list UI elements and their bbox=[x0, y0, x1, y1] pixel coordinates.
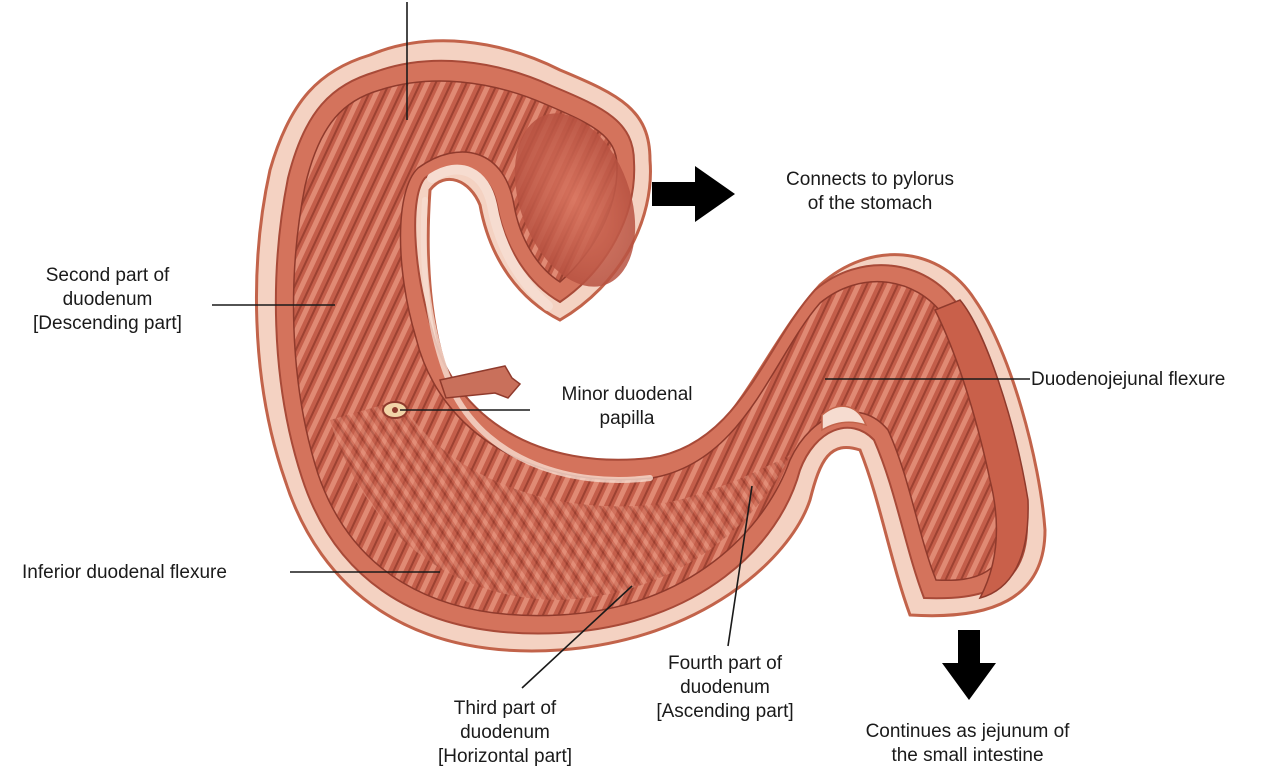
label-second-part-line3: [Descending part] bbox=[0, 312, 215, 336]
label-third-part-line1: Third part of bbox=[410, 697, 600, 721]
label-jejunum: Continues as jejunum of the small intest… bbox=[830, 720, 1105, 768]
label-third-part-line2: duodenum bbox=[410, 721, 600, 745]
label-third-part: Third part of duodenum [Horizontal part] bbox=[410, 697, 600, 769]
label-pylorus-line1: Connects to pylorus bbox=[755, 168, 985, 192]
label-second-part-line1: Second part of bbox=[0, 264, 215, 288]
label-third-part-line3: [Horizontal part] bbox=[410, 745, 600, 769]
label-minor-papilla: Minor duodenal papilla bbox=[522, 383, 732, 431]
label-minor-papilla-line1: Minor duodenal bbox=[522, 383, 732, 407]
label-jejunum-line1: Continues as jejunum of bbox=[830, 720, 1105, 744]
label-jejunum-line2: the small intestine bbox=[830, 744, 1105, 768]
accessory-duct bbox=[440, 366, 520, 398]
label-pylorus-line2: of the stomach bbox=[755, 192, 985, 216]
label-inferior-flexure: Inferior duodenal flexure bbox=[22, 561, 227, 585]
label-fourth-part: Fourth part of duodenum [Ascending part] bbox=[625, 652, 825, 724]
label-inferior-flexure-text: Inferior duodenal flexure bbox=[22, 561, 227, 585]
label-dj-flexure-text: Duodenojejunal flexure bbox=[1031, 368, 1225, 392]
label-fourth-part-line1: Fourth part of bbox=[625, 652, 825, 676]
arrow-to-pylorus bbox=[652, 166, 735, 222]
label-second-part-line2: duodenum bbox=[0, 288, 215, 312]
label-pylorus: Connects to pylorus of the stomach bbox=[755, 168, 985, 216]
label-fourth-part-line3: [Ascending part] bbox=[625, 700, 825, 724]
arrow-to-jejunum bbox=[942, 630, 996, 700]
label-fourth-part-line2: duodenum bbox=[625, 676, 825, 700]
label-second-part: Second part of duodenum [Descending part… bbox=[0, 264, 215, 336]
label-minor-papilla-line2: papilla bbox=[522, 407, 732, 431]
label-dj-flexure: Duodenojejunal flexure bbox=[1031, 368, 1225, 392]
